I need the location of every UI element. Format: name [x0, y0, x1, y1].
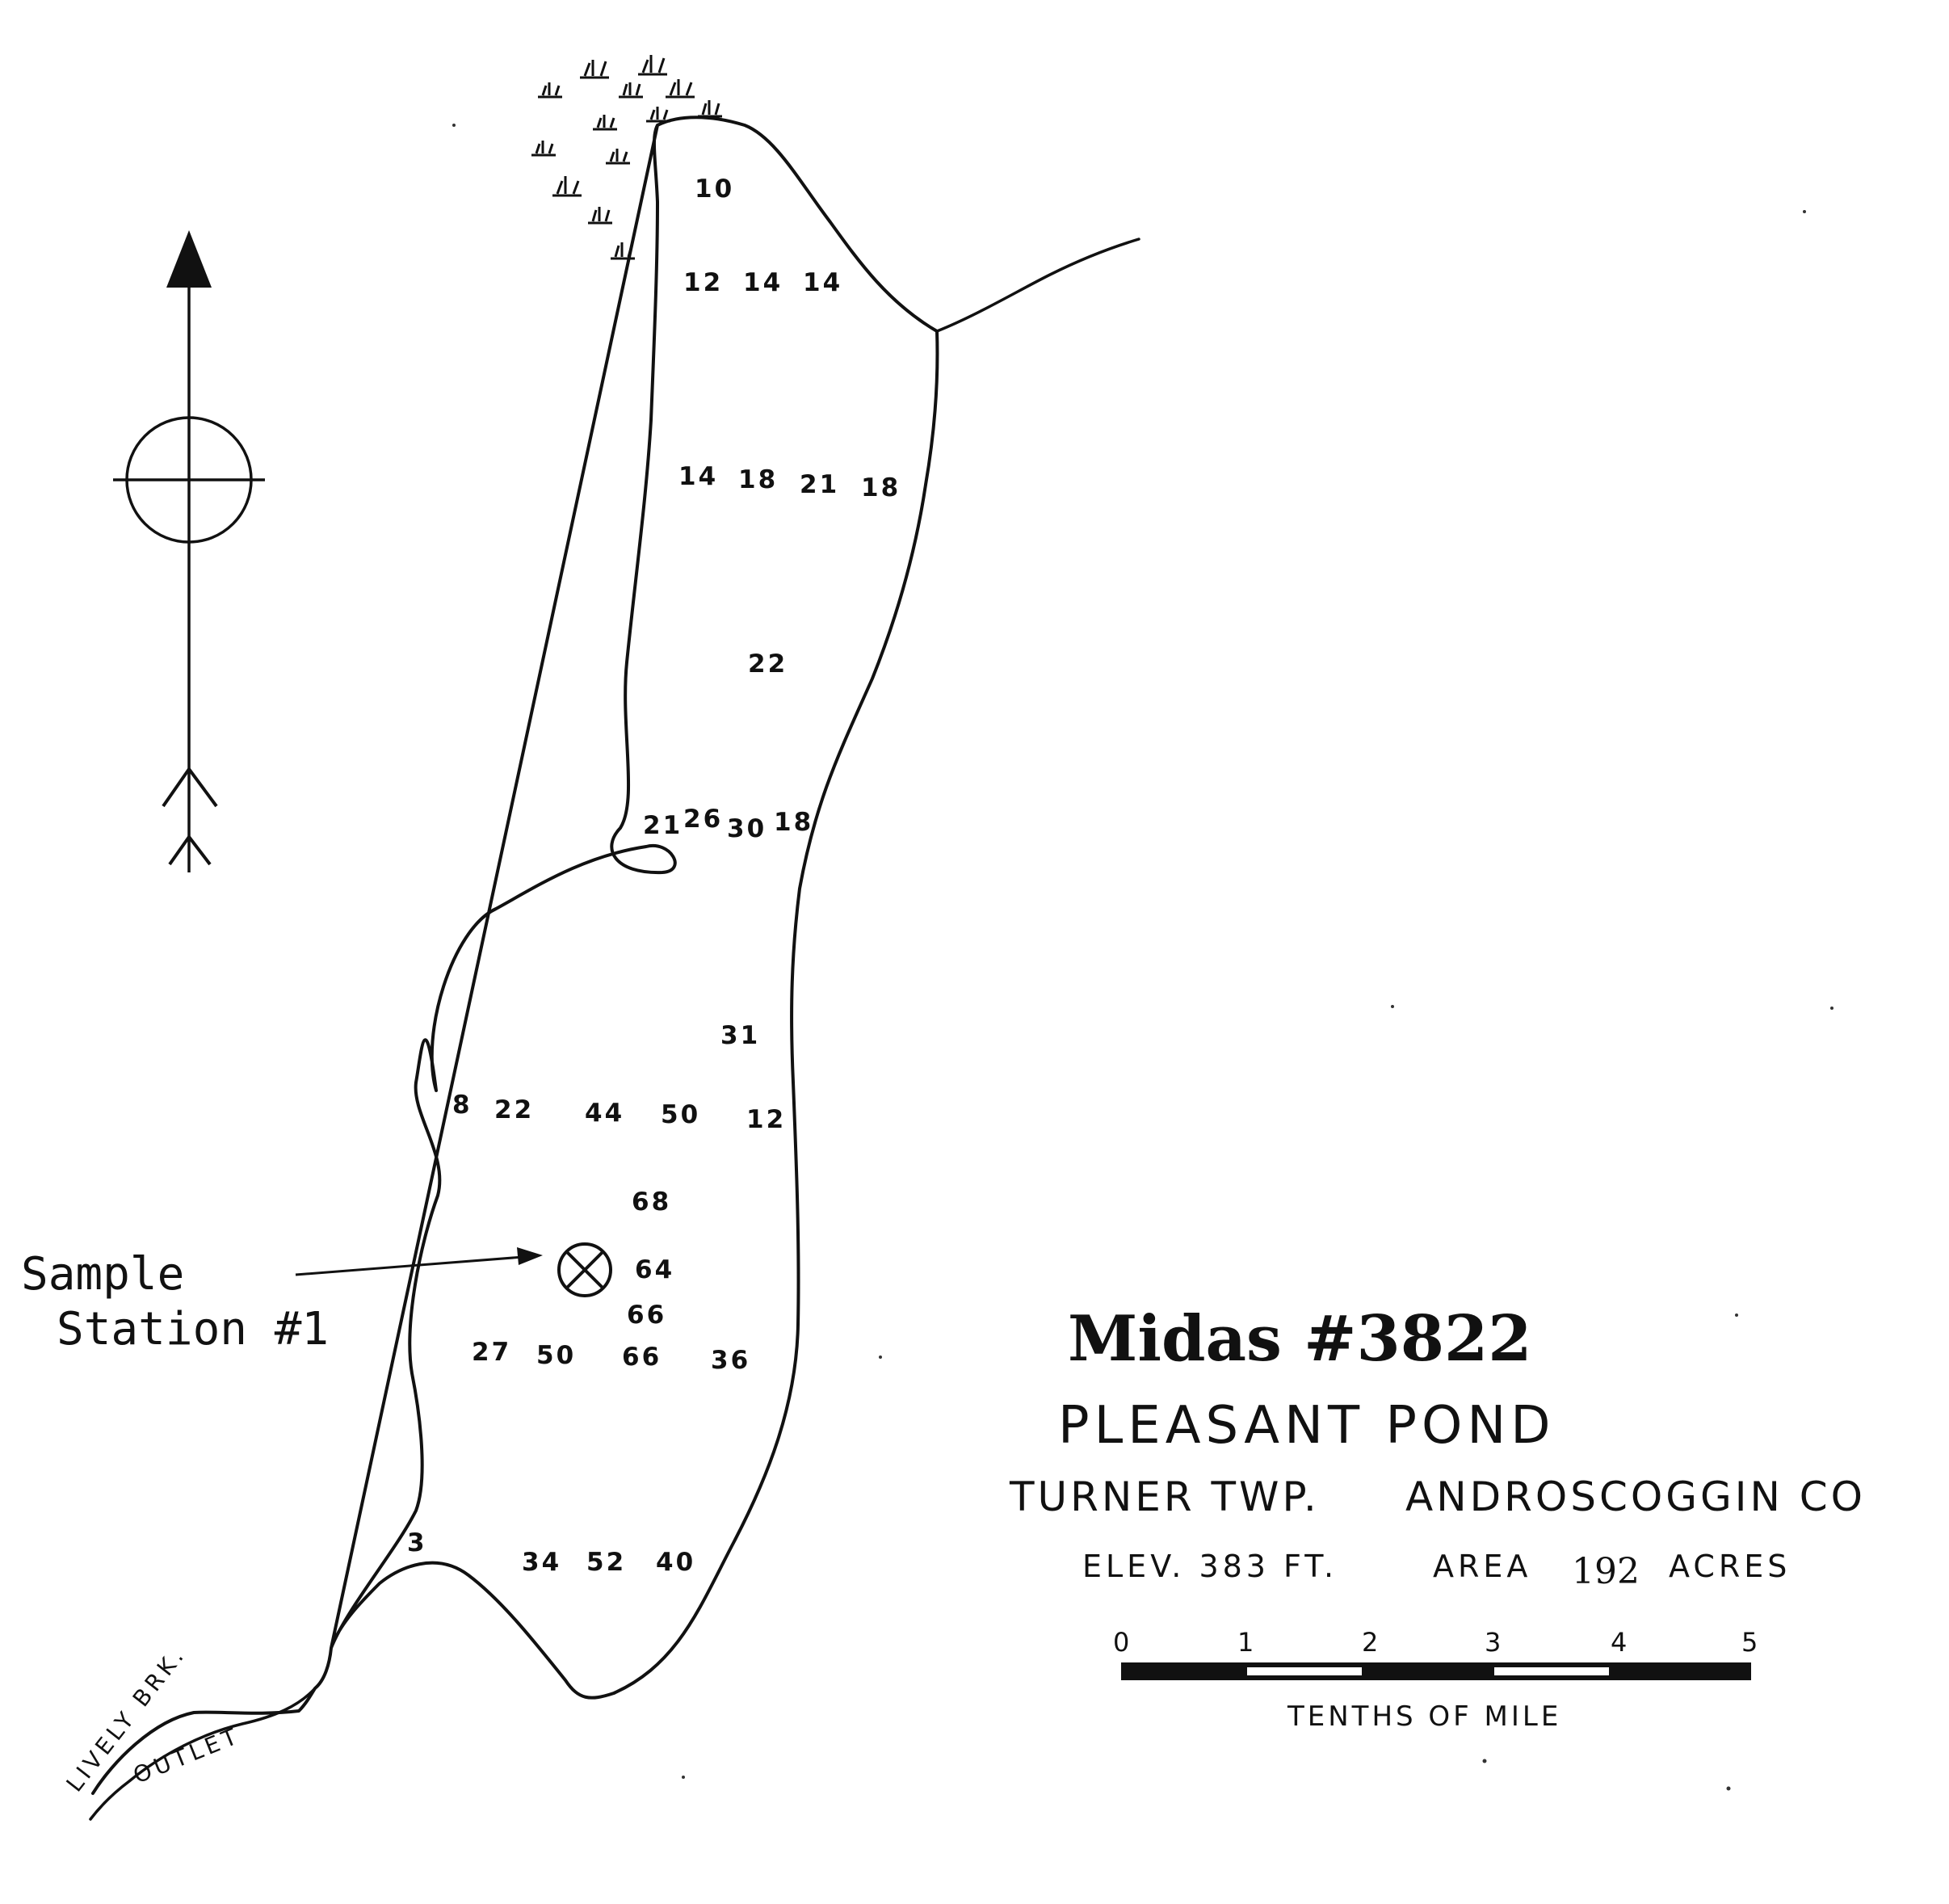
depth-sounding: 27 [472, 1338, 511, 1367]
scale-tick: 3 [1485, 1627, 1501, 1658]
scale-tick: 5 [1741, 1627, 1758, 1658]
county-label: ANDROSCOGGIN CO [1405, 1473, 1866, 1520]
depth-sounding: 66 [627, 1301, 666, 1330]
scale-tick: 4 [1611, 1627, 1627, 1658]
depth-sounding: 44 [585, 1099, 624, 1128]
inlet-stream [935, 237, 1140, 333]
north-arrow-icon [113, 230, 265, 872]
elevation-label: ELEV. 383 FT. [1082, 1549, 1338, 1584]
scale-tick: 2 [1362, 1627, 1378, 1658]
depth-sounding: 52 [586, 1548, 626, 1577]
depth-sounding: 18 [774, 808, 813, 837]
sample-station-marker-icon [557, 1242, 612, 1297]
area-suffix: ACRES [1669, 1549, 1791, 1584]
township-label: TURNER TWP. [1009, 1473, 1320, 1520]
sample-station-label-line2: Station #1 [57, 1303, 329, 1355]
pond-name: PLEASANT POND [1058, 1396, 1556, 1456]
scale-tick: 1 [1237, 1627, 1254, 1658]
depth-sounding: 68 [632, 1187, 671, 1217]
depth-sounding: 14 [743, 268, 783, 297]
area-prefix: AREA [1433, 1549, 1531, 1584]
depth-sounding: 14 [803, 268, 842, 297]
depth-sounding: 18 [738, 465, 778, 494]
sample-station-label-line1: Sample [21, 1248, 184, 1301]
scale-bar: 0 1 2 3 4 5 TENTHS OF MILE [1113, 1627, 1758, 1733]
scan-specks [452, 124, 1833, 1791]
map-title: Midas #3822 [1068, 1302, 1532, 1376]
depth-sounding: 30 [727, 814, 767, 843]
depth-sounding: 12 [683, 268, 723, 297]
scale-tick: 0 [1113, 1627, 1129, 1658]
depth-sounding: 22 [494, 1095, 534, 1124]
depth-sounding: 21 [643, 811, 683, 840]
depth-sounding: 64 [635, 1255, 674, 1284]
depth-sounding: 26 [683, 805, 723, 834]
depth-sounding: 8 [452, 1091, 473, 1120]
depth-sounding: 18 [861, 473, 901, 502]
outlet-stream [89, 1687, 317, 1821]
depth-sounding: 14 [678, 462, 718, 491]
depth-sounding: 12 [746, 1105, 786, 1134]
marsh-symbols-icon [531, 55, 722, 260]
sample-station-arrow-icon [295, 1247, 543, 1276]
depth-sounding: 3 [407, 1528, 427, 1557]
area-value: 192 [1572, 1551, 1640, 1592]
depth-sounding: 66 [622, 1343, 662, 1372]
outlet-label-outlet: OUTLET [129, 1721, 244, 1788]
depth-sounding: 50 [661, 1100, 700, 1129]
scale-unit-label: TENTHS OF MILE [1287, 1700, 1561, 1733]
depth-sounding: 22 [748, 649, 788, 679]
depth-sounding: 10 [695, 174, 734, 204]
depth-sounding: 40 [656, 1548, 695, 1577]
depth-soundings: 10 12 14 14 14 18 21 18 22 21 26 30 18 3… [407, 174, 901, 1577]
depth-sounding: 36 [711, 1346, 750, 1375]
pond-shoreline [91, 116, 939, 1795]
depth-sounding: 31 [720, 1021, 760, 1050]
depth-sounding: 50 [536, 1341, 576, 1370]
depth-sounding: 34 [522, 1548, 561, 1577]
depth-sounding: 21 [800, 470, 839, 499]
